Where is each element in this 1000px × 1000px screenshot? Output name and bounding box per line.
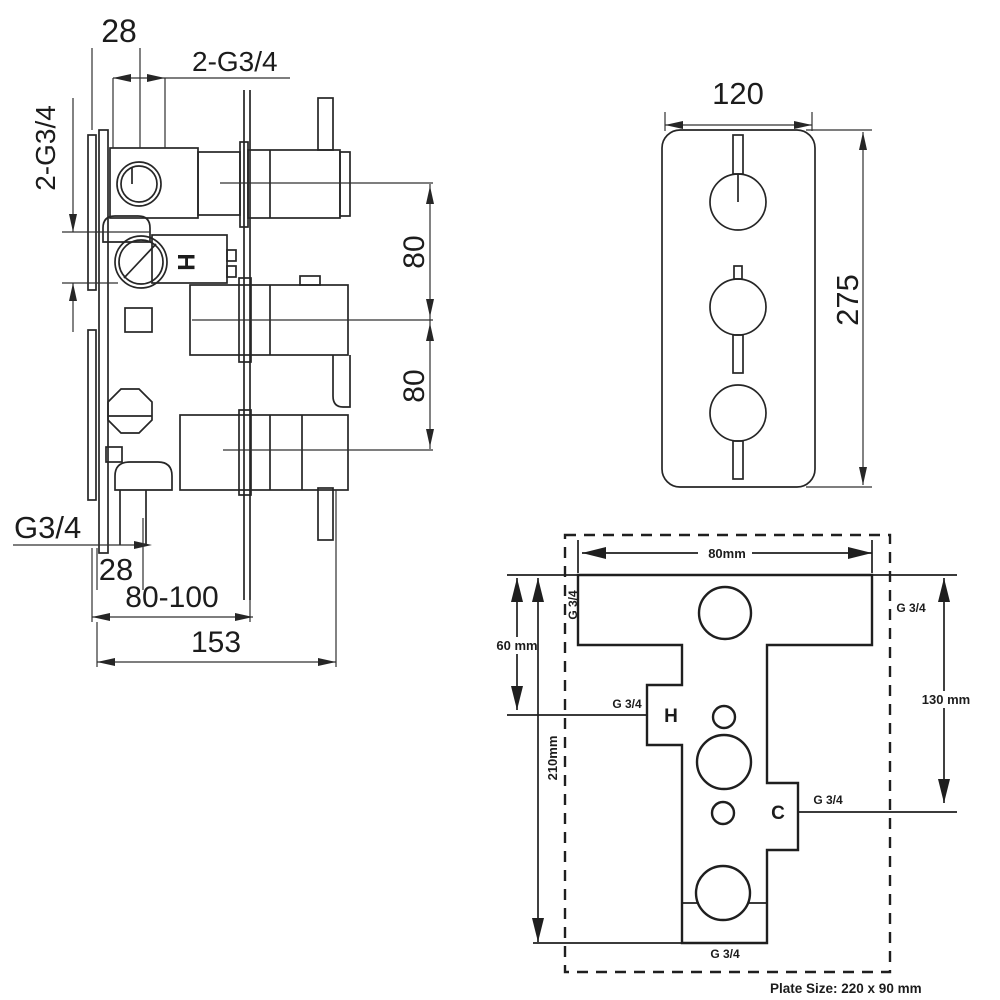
dim-80-lower-label: 80 <box>398 369 431 402</box>
diverter-spout <box>332 355 351 408</box>
dim-80mm-label: 80mm <box>708 546 746 561</box>
g34-bottom-outlet-label: G 3/4 <box>710 947 740 961</box>
faceplate-controls <box>709 173 767 442</box>
middle-pipe-row <box>189 275 351 408</box>
cartridge-h-label: H <box>172 253 199 270</box>
cold-label: C <box>771 803 785 824</box>
g34-top-right-label: G 3/4 <box>896 601 926 615</box>
hot-cartridge-knob <box>114 235 168 289</box>
bottom-valve-row <box>114 409 349 545</box>
center-port <box>695 733 753 791</box>
trim-plate-edge <box>243 90 251 600</box>
g34-cold-port-label: G 3/4 <box>813 793 843 807</box>
dim-80-80: 80 80 <box>192 182 434 451</box>
dim-210mm: 210mm <box>532 578 560 942</box>
wall-plate <box>87 129 109 554</box>
label-g34-outlet: G3/4 <box>13 510 152 549</box>
plan-reference-lines <box>507 574 957 944</box>
dim-153-label: 153 <box>191 626 241 659</box>
g34-top-left-label: G 3/4 <box>566 590 580 620</box>
plate-size-note: Plate Size: 220 x 90 mm <box>770 981 922 996</box>
dim-153: 153 <box>96 490 337 667</box>
top-port-stub <box>317 97 334 151</box>
recess-dashed-boundary <box>563 533 892 974</box>
side-view: 28 2-G3/4 2-G3/4 H <box>13 13 434 667</box>
middle-control-knob <box>709 278 767 336</box>
dim-2g34-top: 2-G3/4 <box>112 46 290 148</box>
dim-210mm-label: 210mm <box>545 736 560 781</box>
dim-80mm: 80mm <box>577 540 873 573</box>
diverter-knob <box>116 161 162 207</box>
dim-275: 275 <box>806 129 872 488</box>
top-outlet-port <box>697 585 753 641</box>
plan-view: 80mm 60 mm 210mm 130 mm G 3/4 G 3/4 <box>494 533 972 996</box>
dim-80-upper-label: 80 <box>398 235 431 268</box>
dim-120: 120 <box>664 76 813 131</box>
flow-knob <box>105 307 153 463</box>
dim-80-100: 80-100 <box>91 548 253 622</box>
bottom-outlet-port <box>694 864 752 922</box>
upper-screw-hole <box>711 704 737 730</box>
outlet-dome <box>114 461 173 491</box>
dim-60mm-label: 60 mm <box>496 638 537 653</box>
plan-ports <box>694 585 753 922</box>
dim-60mm: 60 mm <box>494 578 540 710</box>
top-valve-row <box>109 141 351 228</box>
hot-cartridge-row <box>102 215 237 289</box>
lower-screw-hole <box>710 800 736 826</box>
dim-2g34-left-label: 2-G3/4 <box>30 105 61 191</box>
valve-body-outline <box>576 573 874 945</box>
dim-275-label: 275 <box>830 274 865 326</box>
dim-28-bottom: 28 <box>96 518 144 590</box>
dim-130mm-label: 130 mm <box>922 692 970 707</box>
dim-120-label: 120 <box>712 76 764 111</box>
dim-2g34-left: 2-G3/4 <box>30 98 150 332</box>
bottom-control-knob <box>709 384 767 442</box>
dim-28-top-label: 28 <box>101 13 137 49</box>
hot-label: H <box>664 706 678 727</box>
dim-2g34-top-label: 2-G3/4 <box>192 46 278 77</box>
dim-80-100-label: 80-100 <box>125 581 218 614</box>
bottom-port-stub <box>317 487 334 541</box>
dim-28-bottom-label: 28 <box>99 552 133 587</box>
faceplate <box>661 129 816 488</box>
dim-130mm: 130 mm <box>920 578 972 803</box>
label-g34-outlet-text: G3/4 <box>14 510 81 545</box>
front-view: 120 275 <box>661 76 872 488</box>
g34-hot-port-label: G 3/4 <box>612 697 642 711</box>
dim-28-top: 28 <box>91 13 141 148</box>
